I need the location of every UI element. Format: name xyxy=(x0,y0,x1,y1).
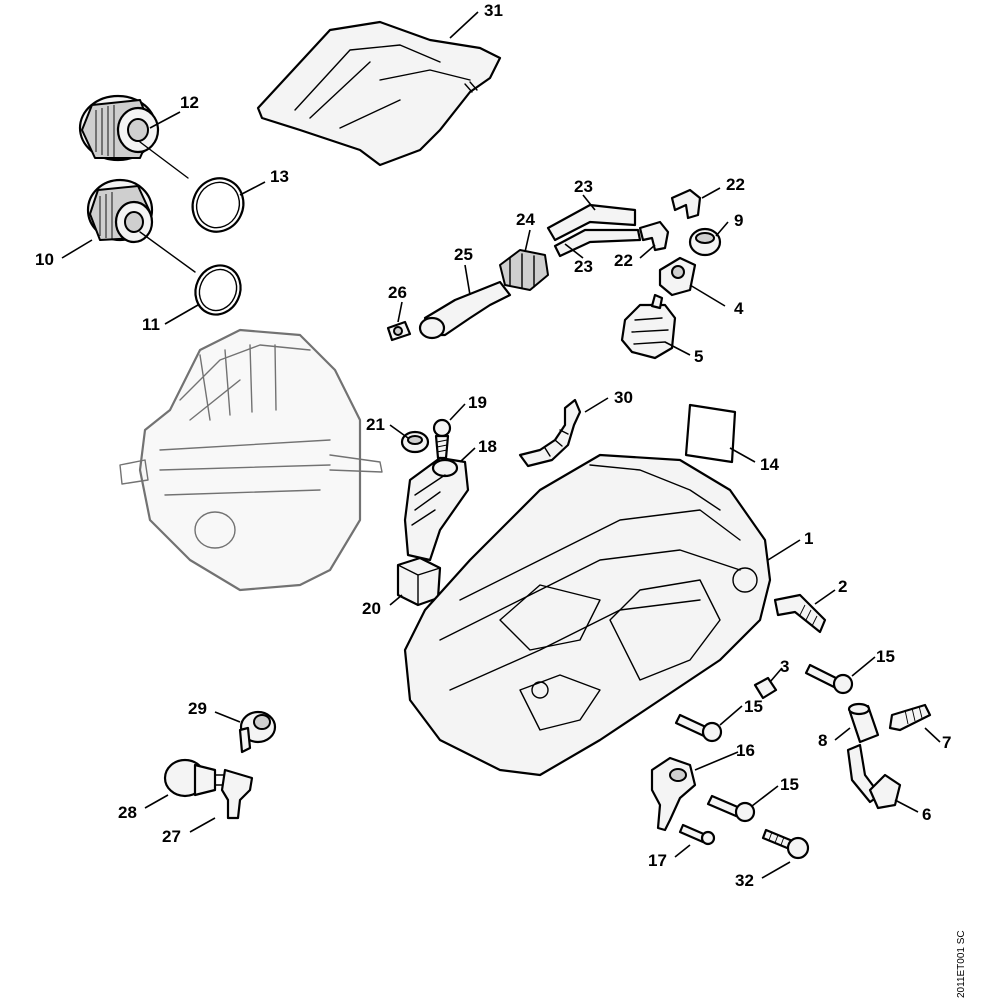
callout-2: 2 xyxy=(838,577,847,596)
callout-22b: 22 xyxy=(614,251,633,270)
callout-15b: 15 xyxy=(744,697,763,716)
callout-15c: 15 xyxy=(780,775,799,794)
callout-27: 27 xyxy=(162,827,181,846)
callout-24: 24 xyxy=(516,210,535,229)
callout-7: 7 xyxy=(942,733,951,752)
callout-9: 9 xyxy=(734,211,743,230)
callout-32: 32 xyxy=(735,871,754,890)
part-7-adjuster xyxy=(888,703,932,732)
callout-15a: 15 xyxy=(876,647,895,666)
callout-1: 1 xyxy=(804,529,813,548)
part-2-stud xyxy=(773,593,827,634)
part-15-screw-c xyxy=(706,794,756,823)
callout-13: 13 xyxy=(270,167,289,186)
callout-22a: 22 xyxy=(726,175,745,194)
part-25-hose xyxy=(418,280,512,340)
part-15-screw-b xyxy=(674,713,723,743)
callout-28: 28 xyxy=(118,803,137,822)
part-29-fitting xyxy=(238,710,277,754)
engine-assembly xyxy=(119,328,383,592)
part-16-bracket xyxy=(650,756,697,832)
part-3-sleeve xyxy=(753,676,778,700)
callout-23a: 23 xyxy=(574,177,593,196)
part-14-label xyxy=(684,403,737,464)
part-30-line xyxy=(518,398,582,468)
callout-21: 21 xyxy=(366,415,385,434)
part-15-screw-a xyxy=(804,663,854,695)
part-19-screw xyxy=(432,418,452,460)
callout-5: 5 xyxy=(694,347,703,366)
callout-10: 10 xyxy=(35,250,54,269)
callout-14: 14 xyxy=(760,455,779,474)
part-9-grommet xyxy=(688,227,722,257)
callout-6: 6 xyxy=(922,805,931,824)
callout-12: 12 xyxy=(180,93,199,112)
callout-18: 18 xyxy=(478,437,497,456)
part-27-bracket xyxy=(220,768,254,820)
part-5-filter xyxy=(620,293,677,360)
callout-31: 31 xyxy=(484,1,503,20)
part-13-o-ring xyxy=(191,177,245,233)
part-12-filler-cap xyxy=(78,94,189,179)
part-22-elbow-lower xyxy=(638,220,670,252)
part-32-bolt xyxy=(761,828,810,860)
part-22-elbow-upper xyxy=(670,188,702,220)
callout-4: 4 xyxy=(734,299,744,318)
part-31-cover xyxy=(256,20,502,167)
part-11-o-ring xyxy=(194,264,242,316)
callout-26: 26 xyxy=(388,283,407,302)
leader-lines xyxy=(61,11,941,879)
callout-16: 16 xyxy=(736,741,755,760)
callout-3: 3 xyxy=(780,657,789,676)
callout-29: 29 xyxy=(188,699,207,718)
part-6-pump xyxy=(846,743,902,810)
drawing-code: 2011ET001 SC xyxy=(956,930,967,998)
part-28-connector xyxy=(163,758,226,798)
part-10-oil-cap xyxy=(86,178,196,273)
callout-17: 17 xyxy=(648,851,667,870)
callout-20: 20 xyxy=(362,599,381,618)
callout-8: 8 xyxy=(818,731,827,750)
part-8-sleeve xyxy=(847,702,880,744)
callout-19: 19 xyxy=(468,393,487,412)
part-4-pickup xyxy=(658,256,697,297)
part-24-valve xyxy=(499,249,549,291)
callout-30: 30 xyxy=(614,388,633,407)
callout-25: 25 xyxy=(454,245,473,264)
callout-23b: 23 xyxy=(574,257,593,276)
part-21-grommet xyxy=(400,430,430,454)
part-18-bracket xyxy=(403,456,470,562)
part-1-housing xyxy=(403,453,772,777)
part-17-screw xyxy=(678,823,716,846)
part-20-damper xyxy=(396,556,442,607)
part-26-fitting xyxy=(386,320,412,342)
callout-labels: 31 12 13 10 11 23 23 22 22 9 24 25 26 4 … xyxy=(35,1,951,890)
part-23-hoses xyxy=(546,203,642,258)
callout-11: 11 xyxy=(142,315,160,334)
